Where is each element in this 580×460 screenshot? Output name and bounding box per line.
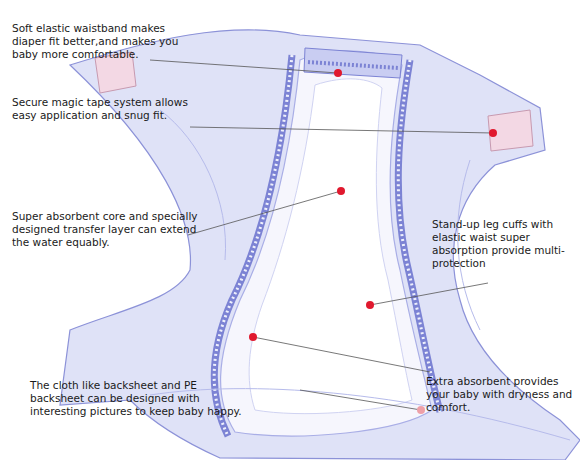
callout-dot bbox=[337, 187, 345, 195]
leg-cuff bbox=[214, 55, 292, 436]
leader-line bbox=[253, 337, 430, 372]
callout-dot bbox=[334, 69, 342, 77]
callout-text: Extra absorbent provides your baby with … bbox=[426, 375, 578, 414]
elastic-waistband bbox=[304, 48, 402, 78]
leader-line bbox=[150, 60, 338, 73]
callout-text: The cloth like backsheet and PE backshee… bbox=[30, 379, 245, 418]
callout-dot bbox=[417, 406, 425, 414]
callout-dot bbox=[489, 129, 497, 137]
cuff-gather bbox=[214, 55, 292, 436]
waistband-gather bbox=[308, 62, 398, 68]
callout-dot bbox=[366, 301, 374, 309]
leader-line bbox=[188, 191, 341, 235]
leader-line bbox=[370, 283, 488, 305]
callout-text: Secure magic tape system allows easy app… bbox=[12, 96, 194, 122]
leader-line bbox=[300, 390, 421, 410]
magic-tape bbox=[488, 110, 533, 151]
callout-text: Super absorbent core and specially desig… bbox=[12, 210, 212, 249]
callout-dot bbox=[249, 333, 257, 341]
leader-line bbox=[190, 127, 493, 133]
callout-text: Stand-up leg cuffs with elastic waist su… bbox=[432, 218, 580, 270]
callout-text: Soft elastic waistband makes diaper fit … bbox=[12, 22, 194, 61]
fold-line bbox=[160, 110, 226, 260]
